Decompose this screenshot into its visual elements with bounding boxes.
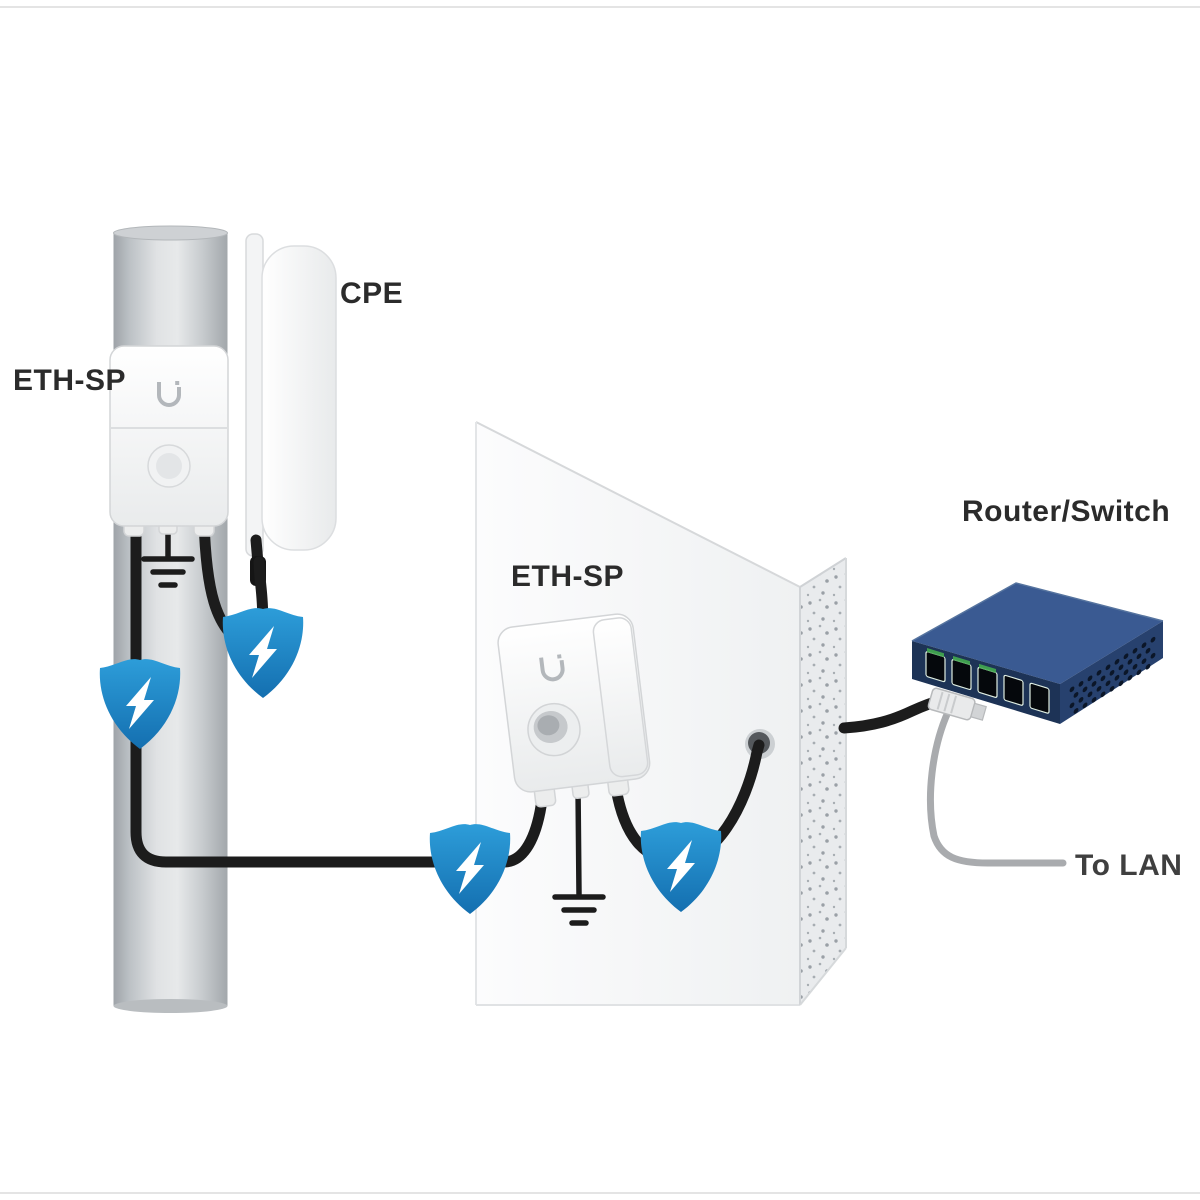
rj45-plug xyxy=(927,687,987,721)
ethernet-port xyxy=(1003,674,1024,706)
eth-sp-device-wall xyxy=(497,613,651,808)
label-to-lan: To LAN xyxy=(1075,849,1182,882)
vent-holes xyxy=(1069,636,1156,714)
label-cpe: CPE xyxy=(340,277,403,310)
router-top-face xyxy=(912,583,1163,684)
lan-cable xyxy=(927,708,1067,867)
label-eth-sp-pole: ETH-SP xyxy=(13,364,126,397)
cpe-antenna xyxy=(245,233,337,557)
label-eth-sp-wall: ETH-SP xyxy=(511,560,624,593)
eth-sp-device-pole xyxy=(109,345,229,537)
ethernet-ports xyxy=(925,648,1050,714)
surge-shield-icon xyxy=(222,608,304,698)
side-port-opening xyxy=(527,702,581,757)
ethernet-port xyxy=(1029,682,1050,714)
label-router-switch: Router/Switch xyxy=(962,495,1170,528)
router-switch-device xyxy=(911,582,1164,724)
ground-lead-wall xyxy=(575,783,582,897)
